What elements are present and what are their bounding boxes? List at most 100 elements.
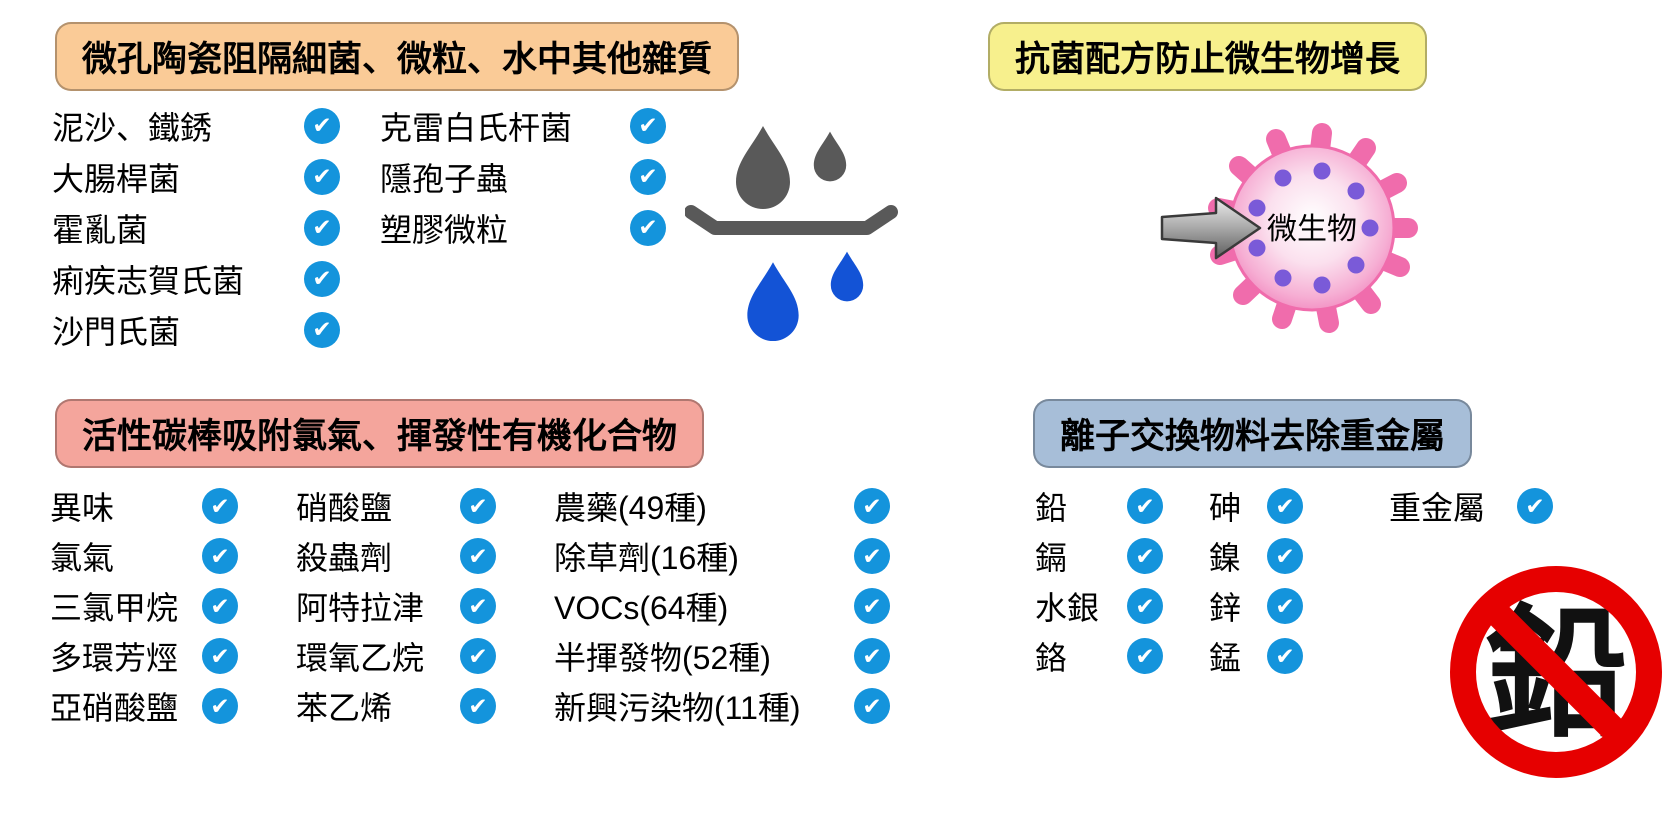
- ion-column-2: 砷✔ 鎳✔ 鋅✔ 錳✔: [1209, 481, 1303, 681]
- list-item: 三氯甲烷 ✔: [50, 581, 238, 631]
- item-label: 阿特拉津: [296, 590, 425, 626]
- antibacterial-section-header: 抗菌配方防止微生物增長: [988, 22, 1428, 91]
- prohibition-slash-icon: [1477, 593, 1635, 751]
- check-icon: ✔: [460, 538, 496, 574]
- gray-drop-large-icon: [736, 126, 790, 209]
- check-icon: ✔: [202, 688, 238, 724]
- item-label: 農藥(49種): [554, 490, 707, 526]
- list-item: 痢疾志賀氏菌 ✔: [52, 253, 340, 304]
- check-icon: ✔: [630, 158, 666, 195]
- check-icon: ✔: [854, 588, 890, 624]
- ceramic-item-list: 泥沙、鐵銹 ✔ 大腸桿菌 ✔ 霍亂菌 ✔ 痢疾志賀氏菌 ✔ 沙門氏菌 ✔ 克雷白氏杆菌 ✔ …: [52, 100, 666, 355]
- ion-column-3: 重金屬✔: [1389, 481, 1553, 681]
- list-item: 霍亂菌 ✔: [52, 202, 340, 253]
- ion-item-list: 鉛✔ 鎘✔ 水銀✔ 鉻✔ 砷✔ 鎳✔ 鋅✔ 錳✔ 重金屬✔: [1035, 481, 1553, 681]
- check-icon: ✔: [854, 638, 890, 674]
- check-icon: ✔: [202, 588, 238, 624]
- ion-section-header: 離子交換物料去除重金屬: [1033, 399, 1473, 468]
- item-label: 霍亂菌: [52, 211, 149, 248]
- list-item: 農藥(49種)✔: [554, 481, 890, 531]
- check-icon: ✔: [460, 488, 496, 524]
- check-icon: ✔: [1127, 488, 1163, 524]
- list-item: 大腸桿菌 ✔: [52, 151, 340, 202]
- list-item: 苯乙烯 ✔: [296, 681, 496, 731]
- item-label: 鋅: [1209, 590, 1242, 626]
- item-label: 三氯甲烷: [50, 590, 179, 626]
- check-icon: ✔: [304, 311, 340, 348]
- list-item: 鎳✔: [1209, 531, 1303, 581]
- item-label: 沙門氏菌: [52, 313, 181, 350]
- item-label: 泥沙、鐵銹: [52, 109, 213, 146]
- item-label: 半揮發物(52種): [554, 640, 771, 676]
- check-icon: ✔: [304, 107, 340, 144]
- check-icon: ✔: [460, 638, 496, 674]
- ceramic-column-2: 克雷白氏杆菌 ✔ 隱孢子蟲 ✔ 塑膠微粒✔: [380, 100, 666, 355]
- item-label: 克雷白氏杆菌: [380, 109, 573, 146]
- list-item: 砷✔: [1209, 481, 1303, 531]
- list-item: 塑膠微粒✔: [380, 202, 666, 253]
- carbon-column-3: 農藥(49種)✔ 除草劑(16種) ✔ VOCs(64種) ✔ 半揮發物(52種) ✔…: [554, 481, 890, 731]
- ceramic-column-1: 泥沙、鐵銹 ✔ 大腸桿菌 ✔ 霍亂菌 ✔ 痢疾志賀氏菌 ✔ 沙門氏菌 ✔: [52, 100, 340, 355]
- list-item: 水銀 ✔: [1035, 581, 1163, 631]
- check-icon: ✔: [202, 538, 238, 574]
- item-label: 鉛: [1035, 490, 1068, 526]
- item-label: 環氧乙烷: [296, 640, 425, 676]
- filter-tray-icon: [685, 205, 898, 235]
- check-icon: ✔: [304, 260, 340, 297]
- check-icon: ✔: [460, 588, 496, 624]
- item-label: 多環芳烴: [50, 640, 179, 676]
- carbon-column-1: 異味 ✔ 氯氣✔ 三氯甲烷 ✔ 多環芳烴 ✔ 亞硝酸鹽✔: [50, 481, 238, 731]
- list-item: 亞硝酸鹽✔: [50, 681, 238, 731]
- list-item: 殺蟲劑 ✔: [296, 531, 496, 581]
- item-label: 新興污染物(11種): [554, 690, 801, 726]
- check-icon: ✔: [1267, 588, 1303, 624]
- check-icon: ✔: [1127, 638, 1163, 674]
- check-icon: ✔: [630, 107, 666, 144]
- water-filter-icon: [685, 126, 898, 342]
- check-icon: ✔: [1517, 488, 1553, 524]
- list-item: 克雷白氏杆菌 ✔: [380, 100, 666, 151]
- list-item: 除草劑(16種) ✔: [554, 531, 890, 581]
- microbe-dots-icon: [1248, 162, 1379, 294]
- list-item: 硝酸鹽 ✔: [296, 481, 496, 531]
- check-icon: ✔: [1267, 638, 1303, 674]
- list-item: 泥沙、鐵銹 ✔: [52, 100, 340, 151]
- list-item: 異味 ✔: [50, 481, 238, 531]
- item-label: 苯乙烯: [296, 690, 393, 726]
- carbon-column-2: 硝酸鹽 ✔ 殺蟲劑 ✔ 阿特拉津 ✔ 環氧乙烷 ✔ 苯乙烯 ✔: [296, 481, 496, 731]
- item-label: 異味: [50, 490, 115, 526]
- list-item: 隱孢子蟲 ✔: [380, 151, 666, 202]
- item-label: 殺蟲劑: [296, 540, 393, 576]
- check-icon: ✔: [1127, 588, 1163, 624]
- check-icon: ✔: [304, 158, 340, 195]
- list-item: 錳✔: [1209, 631, 1303, 681]
- check-icon: ✔: [202, 488, 238, 524]
- item-label: 隱孢子蟲: [380, 160, 509, 197]
- item-label: 錳: [1209, 640, 1242, 676]
- list-item: 鋅✔: [1209, 581, 1303, 631]
- item-label: VOCs(64種): [554, 590, 729, 626]
- item-label: 鎘: [1035, 540, 1068, 576]
- item-label: 鎳: [1209, 540, 1242, 576]
- check-icon: ✔: [1267, 538, 1303, 574]
- list-item: 氯氣✔: [50, 531, 238, 581]
- item-label: 除草劑(16種): [554, 540, 739, 576]
- item-label: 水銀: [1035, 590, 1100, 626]
- microbe-illustration: 微生物: [1160, 123, 1418, 333]
- list-item: 鉛✔: [1035, 481, 1163, 531]
- list-item: 阿特拉津 ✔: [296, 581, 496, 631]
- check-icon: ✔: [630, 209, 666, 246]
- check-icon: ✔: [854, 538, 890, 574]
- check-icon: ✔: [304, 209, 340, 246]
- prohibition-ring-icon: [1450, 566, 1662, 778]
- ion-column-1: 鉛✔ 鎘✔ 水銀✔ 鉻✔: [1035, 481, 1163, 681]
- check-icon: ✔: [460, 688, 496, 724]
- item-label: 大腸桿菌: [52, 160, 181, 197]
- carbon-item-list: 異味 ✔ 氯氣✔ 三氯甲烷 ✔ 多環芳烴 ✔ 亞硝酸鹽✔ 硝酸鹽 ✔ 殺蟲劑 ✔ 阿特拉津…: [50, 481, 890, 731]
- arrow-icon: [1160, 196, 1262, 260]
- item-label: 痢疾志賀氏菌: [52, 262, 245, 299]
- item-label: 硝酸鹽: [296, 490, 393, 526]
- ceramic-section-header: 微孔陶瓷阻隔細菌、微粒、水中其他雜質: [55, 22, 740, 91]
- check-icon: ✔: [1127, 538, 1163, 574]
- carbon-section-header: 活性碳棒吸附氯氣、揮發性有機化合物: [55, 399, 705, 468]
